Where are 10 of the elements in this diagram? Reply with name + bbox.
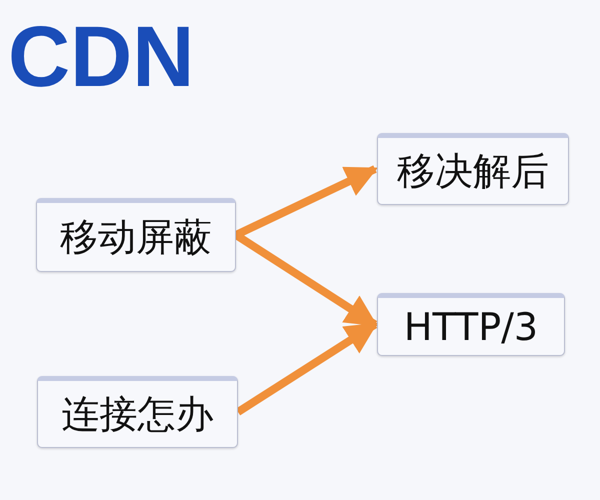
title: CDN (8, 14, 194, 100)
label-box (377, 293, 565, 356)
box-label: 连接怎办 (62, 390, 214, 438)
arrow (236, 321, 378, 416)
box-label: 移决解后 (397, 148, 549, 194)
label-box (37, 376, 238, 448)
box-label: HTTP/3 (404, 304, 538, 348)
box-label: 移动屏蔽 (60, 214, 212, 260)
label-box (377, 133, 569, 205)
label-box (36, 198, 236, 272)
